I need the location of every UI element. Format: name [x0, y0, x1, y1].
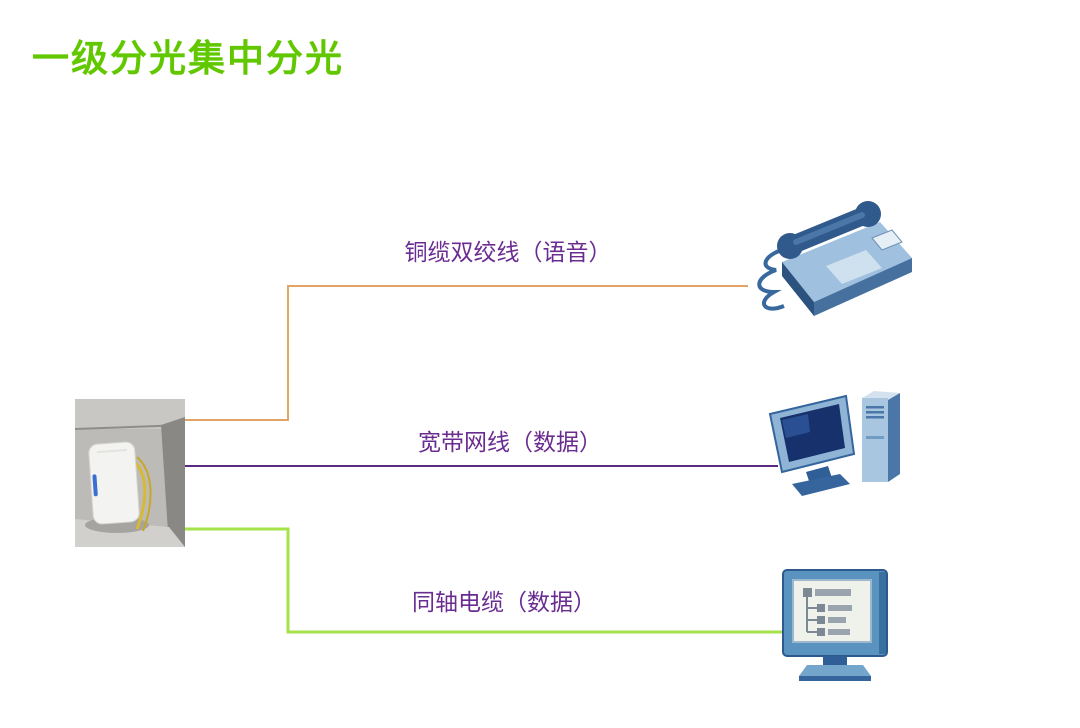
- tv-base: [799, 665, 871, 676]
- screen-node-3: [817, 628, 825, 636]
- tv-frame-side-shade: [879, 572, 886, 654]
- screen-bar-3: [828, 617, 846, 623]
- data-wire-label: 宽带网线（数据）: [418, 430, 602, 455]
- ont-seam: [96, 449, 127, 454]
- fiber-cable-yellow-2: [136, 456, 152, 532]
- computer-tower: [862, 391, 900, 482]
- handset-highlight: [793, 212, 865, 245]
- tv-base-edge: [799, 676, 871, 681]
- optical-splitter-photo: [75, 399, 185, 547]
- phone-keypad: [826, 250, 882, 284]
- tower-vent-2: [866, 411, 884, 414]
- tv-screen-content: [803, 588, 852, 636]
- telephone-icon: [757, 201, 912, 316]
- phone-body-front: [814, 258, 912, 316]
- phone-handset: [777, 201, 881, 259]
- tower-vent-1: [866, 406, 884, 409]
- handset-mouthpiece: [777, 233, 803, 259]
- tower-side: [888, 393, 900, 482]
- tower-vent-3: [866, 416, 884, 419]
- voice-wire: [185, 285, 748, 421]
- ont-box: [88, 441, 140, 525]
- tower-front: [862, 398, 888, 482]
- tower-drive-slot: [866, 436, 884, 439]
- fiber-cable-yellow: [131, 459, 147, 530]
- handset-earpiece: [855, 201, 881, 227]
- computer-monitor: [768, 394, 856, 496]
- monitor-base: [792, 474, 850, 496]
- screen-bar-2: [828, 605, 852, 611]
- phone-cord: [757, 246, 789, 311]
- monitor-screen-glare: [782, 414, 810, 438]
- screen-bar-1: [815, 589, 851, 596]
- page-title: 一级分光集中分光: [32, 38, 344, 79]
- tv-monitor-icon: [782, 569, 888, 681]
- screen-node-2: [817, 616, 825, 624]
- phone-display: [871, 229, 903, 251]
- coax-wire-label: 同轴电缆（数据）: [412, 590, 596, 615]
- screen-node-1: [817, 604, 825, 612]
- ont-body: [88, 441, 140, 525]
- screen-bar-4: [828, 629, 850, 635]
- phone-body-side: [782, 262, 814, 316]
- desktop-computer-icon: [768, 391, 900, 496]
- screen-node-root: [803, 588, 812, 597]
- voice-wire-label: 铜缆双绞线（语音）: [404, 240, 612, 265]
- ont-led-strip: [92, 474, 98, 497]
- tv-neck: [823, 656, 847, 665]
- photo-corner-shadow: [161, 417, 185, 547]
- tower-top: [862, 391, 900, 400]
- coax-wire: [185, 527, 784, 634]
